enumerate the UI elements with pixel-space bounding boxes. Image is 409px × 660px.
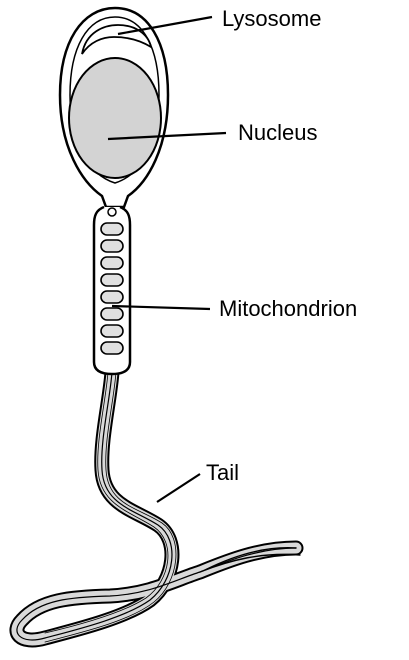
mitochondrion bbox=[101, 291, 123, 303]
mitochondrion bbox=[101, 274, 123, 286]
nucleus bbox=[69, 58, 161, 178]
mitochondrion bbox=[101, 240, 123, 252]
leader-line-tail bbox=[157, 474, 200, 502]
label-tail: Tail bbox=[206, 462, 239, 484]
mitochondrion bbox=[101, 257, 123, 269]
tail bbox=[17, 372, 300, 642]
mitochondrion bbox=[101, 308, 123, 320]
mitochondrion bbox=[101, 325, 123, 337]
label-mitochondrion: Mitochondrion bbox=[219, 298, 357, 320]
mitochondrion bbox=[101, 223, 123, 235]
label-lysosome: Lysosome bbox=[222, 8, 321, 30]
mitochondrion bbox=[101, 342, 123, 354]
centriole bbox=[108, 208, 116, 216]
label-nucleus: Nucleus bbox=[238, 122, 317, 144]
